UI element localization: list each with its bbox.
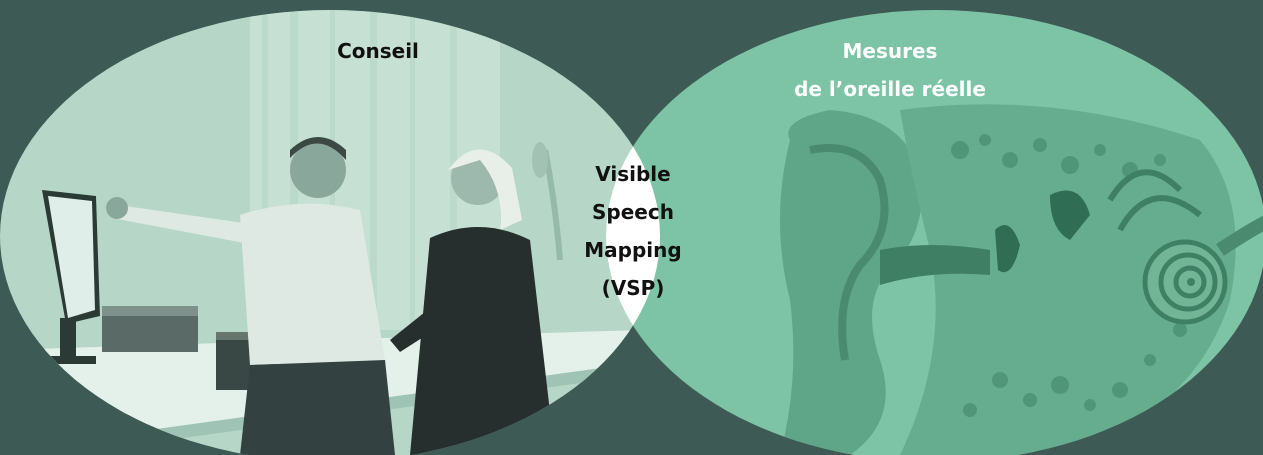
right-label-line2: de l’oreille réelle xyxy=(794,77,986,101)
person-man xyxy=(106,137,395,455)
right-label-line1: Mesures xyxy=(843,39,938,63)
ear-anatomy-illustration xyxy=(780,104,1263,455)
center-label-line3: Mapping xyxy=(584,238,681,262)
cochlea xyxy=(1142,239,1228,325)
person-woman xyxy=(390,149,555,455)
left-label: Conseil xyxy=(337,39,419,63)
right-ellipse xyxy=(606,10,1263,455)
center-label-line4: (VSP) xyxy=(602,276,665,300)
monitor xyxy=(32,190,100,364)
center-label-line2: Speech xyxy=(592,200,674,224)
plant xyxy=(532,142,563,261)
left-ellipse xyxy=(0,10,660,455)
center-label-line1: Visible xyxy=(595,162,670,186)
